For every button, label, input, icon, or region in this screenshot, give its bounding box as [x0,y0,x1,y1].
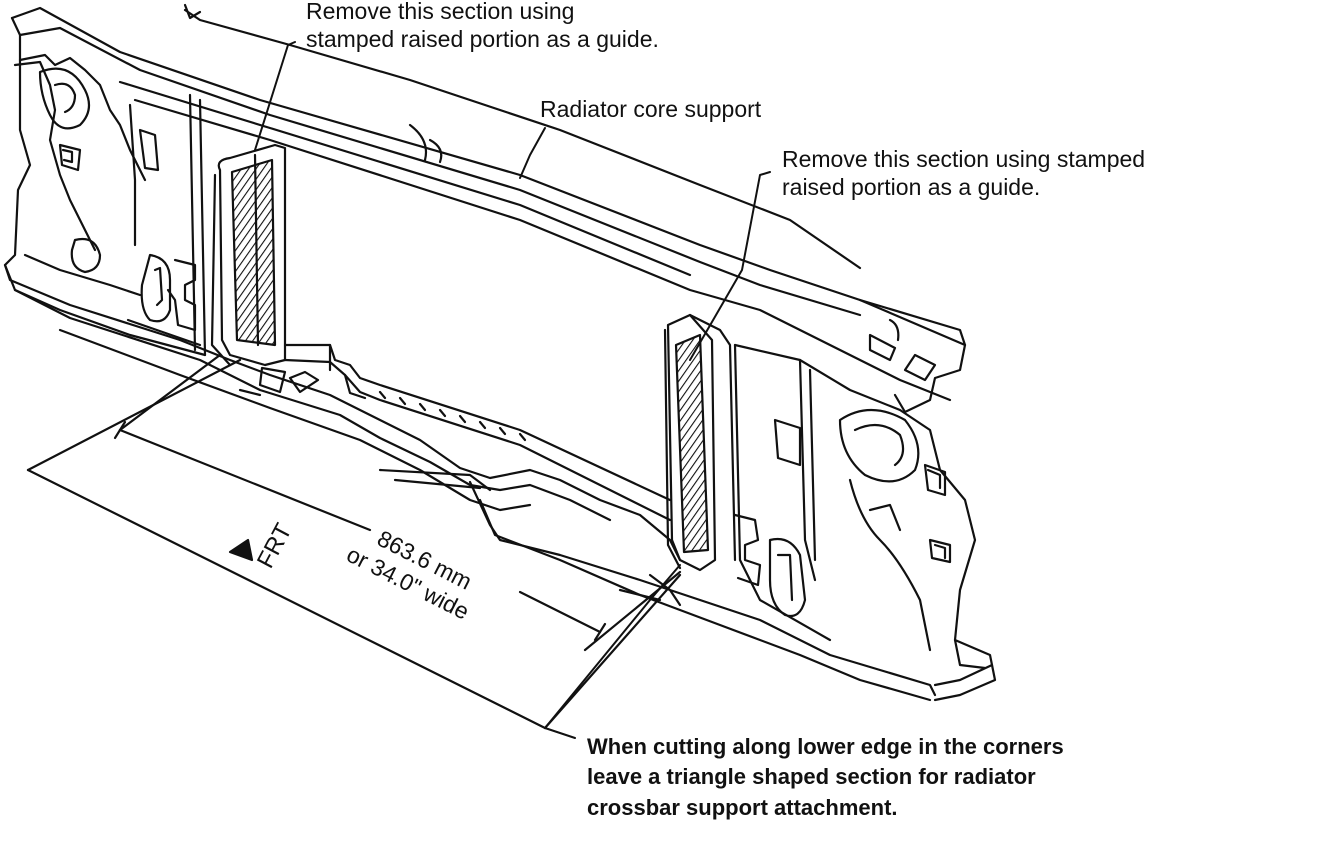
top-left-callout-line2: stamped raised portion as a guide. [306,25,659,52]
lower-crossbar [3,263,937,702]
top-left-callout: Remove this section using stamped raised… [306,0,659,53]
leader-lines [254,41,771,739]
left-removal-section [210,143,287,367]
core-support-label: Radiator core support [540,96,761,124]
bottom-callout-line1: When cutting along lower edge in the cor… [587,734,1064,759]
bottom-callout-line2: leave a triangle shaped section for radi… [587,764,1036,790]
right-callout-line2: raised portion as a guide. [782,173,1041,200]
top-left-callout-line1: Remove this section using [306,0,575,24]
front-arrow-icon [228,538,254,562]
core-support-text: Radiator core support [540,96,762,122]
upper-crossbar [10,3,967,414]
right-callout: Remove this section using stamped raised… [782,146,1145,201]
right-removal-section [663,313,737,572]
right-callout-line1: Remove this section using stamped [782,146,1146,172]
right-side-panel [733,343,997,702]
dimension-lines [26,353,682,730]
bottom-callout: When cutting along lower edge in the cor… [587,732,1064,823]
left-side-panel [3,16,207,357]
radiator-opening [238,343,672,522]
bottom-callout-line3: crossbar support attachment. [587,794,898,820]
